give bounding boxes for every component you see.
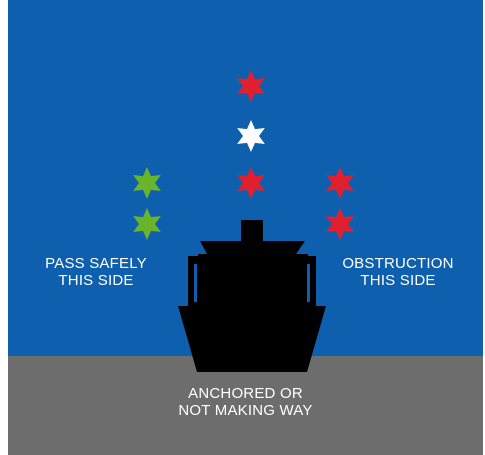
mast-light-white-icon (237, 120, 265, 152)
left-post-window (194, 264, 197, 302)
navigation-lights (133, 70, 354, 240)
vessel-silhouette (178, 220, 326, 372)
obstruction-label: OBSTRUCTION THIS SIDE (328, 255, 468, 289)
right-light-red-icon (326, 167, 354, 199)
anchored-line1: ANCHORED OR (138, 385, 353, 402)
right-light-red-icon (326, 208, 354, 240)
vessel-funnel (241, 220, 263, 244)
mast-light-red-icon (237, 167, 265, 199)
pass-safely-line2: THIS SIDE (26, 272, 166, 289)
left-light-green-icon (133, 208, 161, 240)
mast-light-red-icon (237, 70, 265, 102)
anchored-line2: NOT MAKING WAY (138, 402, 353, 419)
pass-safely-label: PASS SAFELY THIS SIDE (26, 255, 166, 289)
right-post-window (307, 264, 310, 302)
pass-safely-line1: PASS SAFELY (26, 255, 166, 272)
diagram-frame: PASS SAFELY THIS SIDE OBSTRUCTION THIS S… (8, 0, 483, 455)
vessel-hull (178, 306, 326, 372)
anchored-label: ANCHORED OR NOT MAKING WAY (138, 385, 353, 419)
obstruction-line1: OBSTRUCTION (328, 255, 468, 272)
vessel-superstructure (198, 254, 308, 314)
obstruction-line2: THIS SIDE (328, 272, 468, 289)
left-light-green-icon (133, 167, 161, 199)
vessel-deckhouse (200, 241, 305, 254)
